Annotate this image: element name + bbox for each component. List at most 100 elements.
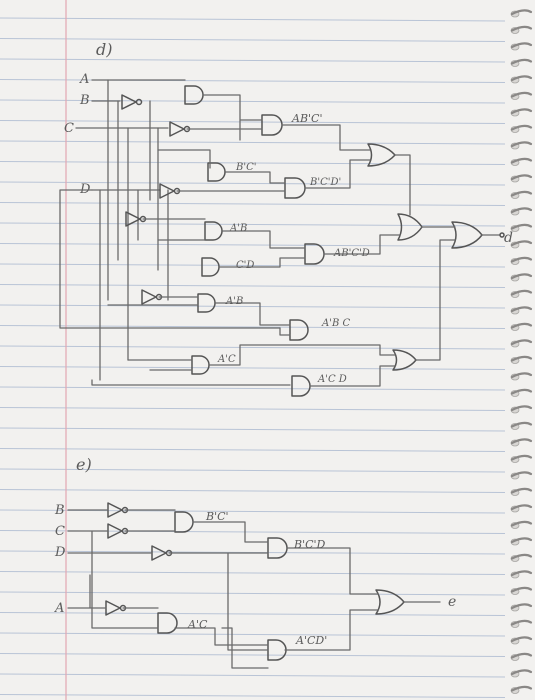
spiral-coil: [510, 619, 533, 626]
ruled-line: [0, 345, 506, 350]
section-e-diagram: e) B C D A B'C' B'C'D A'C A'CD' e: [54, 455, 456, 669]
spiral-coil: [510, 553, 533, 560]
spiral-coil: [510, 355, 533, 362]
spiral-coil: [510, 174, 533, 181]
ruled-line: [0, 632, 506, 637]
spiral-coil: [510, 240, 533, 247]
spiral-coil: [510, 471, 533, 478]
term-label: C'D: [236, 260, 254, 271]
spiral-coil: [510, 25, 533, 32]
ruled-line: [0, 284, 506, 288]
inverter-b-icon: [107, 502, 123, 518]
spiral-coil: [510, 42, 533, 49]
ruled-line: [0, 427, 506, 432]
output-node: [499, 232, 505, 238]
spiral-coil: [510, 685, 533, 692]
and-gate-icon: [207, 162, 226, 182]
spiral-coil: [510, 570, 533, 577]
spiral-coil: [510, 141, 533, 148]
ruled-line: [0, 694, 506, 698]
inverter-bubble: [135, 98, 143, 106]
term-label: B'C': [205, 510, 229, 523]
ruled-line: [0, 304, 506, 309]
and-gate-icon: [204, 221, 223, 241]
spiral-coil: [510, 454, 533, 461]
spiral-coil: [510, 9, 533, 16]
spiral-coil: [510, 388, 533, 395]
term-label: B'C'D: [293, 538, 326, 551]
ruled-line: [0, 17, 506, 22]
inverter-c-icon: [169, 121, 185, 137]
output-label-e: e: [448, 594, 456, 610]
term-label: A'C: [187, 618, 208, 631]
spiral-coil: [510, 504, 533, 511]
ruled-line: [0, 489, 506, 493]
ruled-line: [0, 38, 506, 42]
internal-wires: [107, 94, 501, 387]
term-label: A'B: [225, 296, 243, 307]
spiral-coil: [510, 372, 533, 379]
spiral-coil: [510, 652, 533, 659]
spiral-coil: [510, 339, 533, 346]
term-label: A'B: [229, 223, 247, 234]
ruled-line: [0, 468, 506, 473]
ruled-line: [0, 58, 506, 63]
or-gate-icon: [397, 213, 423, 241]
ruled-line: [0, 386, 506, 391]
spiral-coil: [510, 421, 533, 428]
spiral-coil: [510, 124, 533, 131]
and-gate-icon: [289, 319, 309, 341]
and-gate-icon: [197, 293, 216, 313]
input-label-b: B: [79, 93, 90, 108]
loop-wires: [59, 189, 291, 386]
ruled-line: [0, 591, 506, 596]
section-e-label: e): [76, 455, 92, 474]
spiral-coil: [510, 58, 533, 65]
ruled-line: [0, 571, 506, 575]
term-label: A'C D: [317, 374, 347, 385]
or-gate-icon: [367, 143, 396, 167]
input-label-c: C: [64, 121, 74, 136]
ruled-line: [0, 243, 506, 247]
and-gate-icon: [304, 243, 325, 265]
and-gate-icon: [174, 511, 194, 533]
spiral-coil: [510, 190, 533, 197]
inverter-a2-icon: [141, 289, 157, 305]
inverter-d-icon: [151, 545, 167, 561]
spiral-coil: [510, 306, 533, 313]
spiral-coil: [510, 520, 533, 527]
section-e-wires: [67, 509, 441, 669]
spiral-binding: [510, 9, 533, 694]
spiral-coil: [510, 438, 533, 445]
spiral-coil: [510, 273, 533, 280]
input-label-c: C: [55, 524, 65, 539]
term-label: A'CD': [295, 634, 327, 647]
spiral-coil: [510, 537, 533, 544]
spiral-coil: [510, 91, 533, 98]
spiral-coil: [510, 636, 533, 643]
term-label: AB'C'D: [333, 248, 370, 259]
or-gate-icon: [451, 221, 483, 249]
term-label: AB'C': [291, 112, 323, 125]
term-label: B'C': [235, 162, 257, 173]
bus-wires: [99, 79, 169, 381]
ruled-line: [0, 202, 506, 206]
ruled-line: [0, 79, 506, 83]
spiral-coil: [510, 603, 533, 610]
spiral-coil: [510, 75, 533, 82]
and-gate-icon: [157, 612, 178, 634]
ruled-line: [0, 653, 506, 657]
inverter-d-icon: [159, 183, 175, 199]
ruled-line: [0, 120, 506, 124]
ruled-line: [0, 366, 506, 370]
spiral-coil: [510, 405, 533, 412]
spiral-coil: [510, 322, 533, 329]
ruled-line: [0, 181, 506, 186]
term-label: A'C: [217, 354, 236, 365]
ruled-line: [0, 673, 506, 678]
spiral-coil: [510, 108, 533, 115]
and-gate-icon: [184, 85, 204, 105]
ruled-line: [0, 99, 506, 104]
and-gate-icon: [267, 537, 288, 559]
spiral-coil: [510, 223, 533, 230]
